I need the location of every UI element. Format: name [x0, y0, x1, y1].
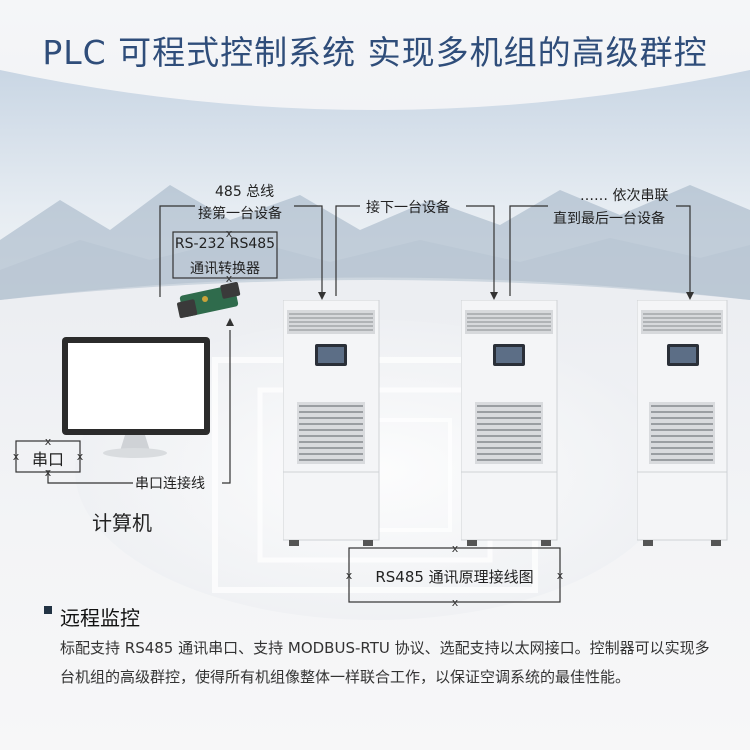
anchor-x-mark: x: [452, 542, 459, 555]
arrow-down-icon: [318, 292, 326, 300]
serial-cable-left: [47, 470, 133, 484]
rs485-converter-device: [177, 282, 241, 319]
chain-label-line1: …… 依次串联: [580, 188, 669, 204]
serial-cable-right: [222, 330, 231, 484]
converter-label-box: [172, 231, 278, 279]
chain-label-line2: 直到最后一台设备: [553, 211, 665, 227]
air-unit-3: [637, 300, 728, 546]
chain-line-to-unit3: [676, 205, 691, 296]
air-unit-1: [283, 300, 380, 546]
anchor-x-mark: x: [45, 435, 52, 448]
arrow-up-icon: [226, 318, 234, 326]
computer-label: 计算机: [92, 511, 152, 535]
serial-cable-label: 串口连接线: [135, 476, 205, 492]
bus-line-to-unit1: [294, 205, 323, 296]
anchor-x-mark: x: [77, 450, 84, 463]
page-title: PLC 可程式控制系统 实现多机组的高级群控: [42, 33, 708, 72]
chain-line-unit2: [509, 205, 548, 296]
bus-label-line1: 485 总线: [215, 184, 275, 200]
chain-line-unit1: [335, 205, 360, 296]
section-heading: 远程监控: [60, 606, 140, 630]
anchor-x-mark: x: [346, 569, 353, 582]
chain-line-to-unit2: [466, 205, 495, 296]
serial-port-box: [15, 440, 81, 473]
wiring-diagram-box: [348, 547, 561, 603]
bus-label-line2: 接第一台设备: [198, 206, 282, 222]
section-bullet: [44, 606, 52, 614]
converter-label-line2: 通讯转换器: [190, 261, 260, 277]
anchor-x-mark: x: [557, 569, 564, 582]
serial-port-label: 串口: [31, 450, 64, 469]
converter-label-line1: RS-232 RS485: [174, 236, 276, 252]
anchor-x-mark: x: [226, 227, 233, 240]
anchor-x-mark: x: [226, 272, 233, 285]
computer-monitor: [62, 337, 210, 458]
arrow-down-icon: [490, 292, 498, 300]
bus-line-left: [159, 205, 195, 297]
air-unit-2: [461, 300, 558, 546]
anchor-x-mark: x: [45, 466, 52, 479]
wiring-diagram-label: RS485 通讯原理接线图: [375, 568, 534, 586]
mountain-range-near: [0, 238, 750, 300]
section-description: 标配支持 RS485 通讯串口、支持 MODBUS-RTU 协议、选配支持以太网…: [60, 639, 710, 686]
anchor-x-mark: x: [452, 596, 459, 609]
anchor-x-mark: x: [13, 450, 20, 463]
next-device-label: 接下一台设备: [366, 200, 450, 216]
arrow-down-icon: [686, 292, 694, 300]
